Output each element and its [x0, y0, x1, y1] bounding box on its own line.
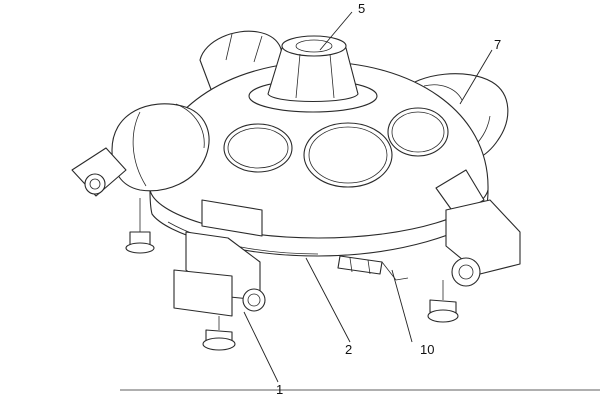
- leader-5: [319, 11, 353, 51]
- leader-7: [459, 49, 493, 105]
- callout-2: 2: [345, 342, 353, 357]
- callout-5: 5: [358, 1, 366, 16]
- arm-left: [71, 147, 155, 254]
- callout-7: 7: [494, 37, 502, 52]
- pod-left: [111, 103, 210, 192]
- clamp-front-left: [173, 199, 266, 351]
- arm-right: [427, 169, 521, 323]
- leader-10: [391, 269, 413, 343]
- leader-2: [305, 257, 351, 343]
- callout-10: 10: [420, 342, 435, 357]
- dome-windows: [223, 107, 449, 188]
- callout-1: 1: [276, 382, 284, 397]
- bracket-under: [337, 255, 409, 281]
- leader-1: [243, 311, 279, 383]
- top-turret: [248, 35, 378, 113]
